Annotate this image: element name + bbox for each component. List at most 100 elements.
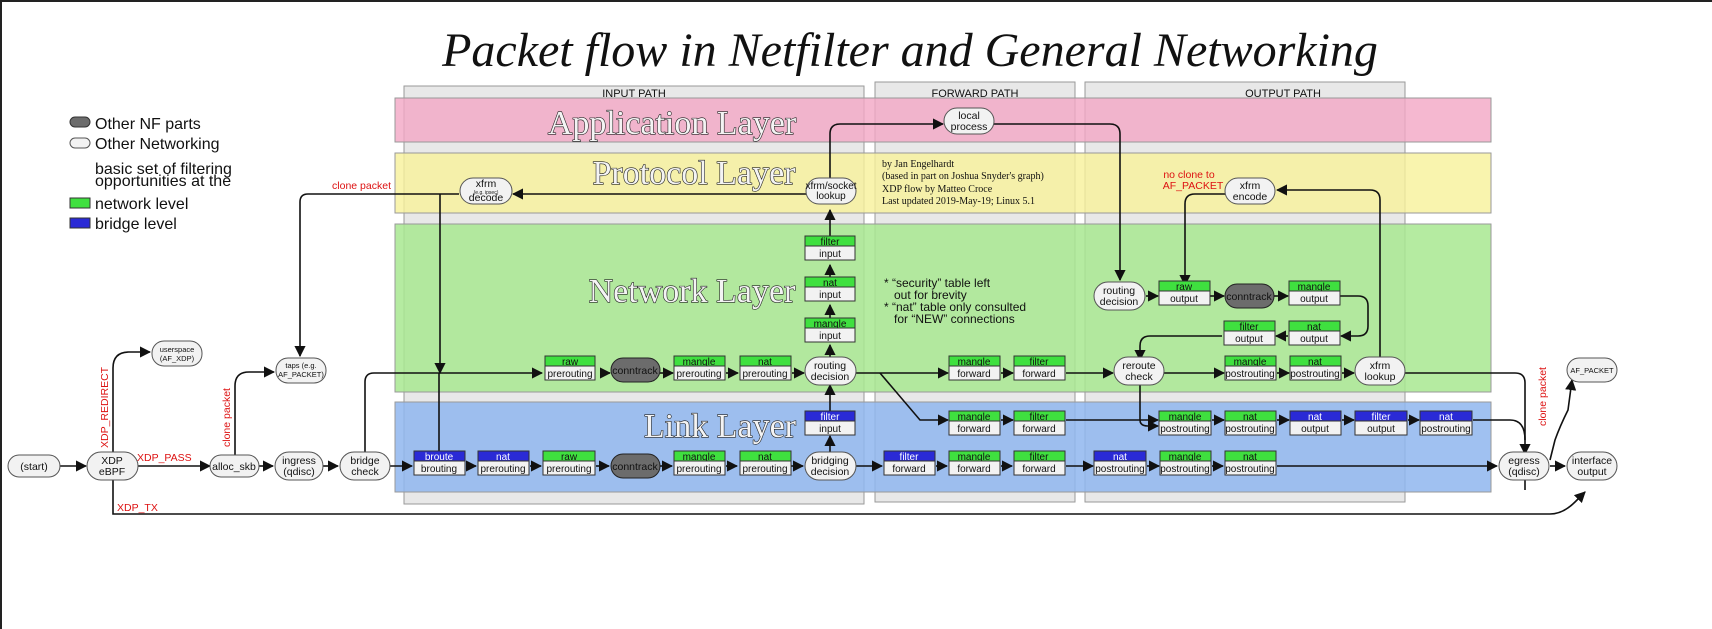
note-line3: * “nat” table only consulted [884, 300, 1026, 314]
hook-mangle-prerouting-link: mangle prerouting [673, 450, 726, 476]
no-clone-af-packet-label: AF_PACKET [1163, 180, 1224, 192]
xfrm-lookup-label-1: xfrm [1370, 360, 1391, 372]
credit-line3: XDP flow by Matteo Croce [882, 184, 993, 195]
legend-networking-label: Other Networking [95, 136, 220, 153]
clone-packet-left-label: clone packet [221, 388, 233, 447]
hook-chain: forward [957, 464, 990, 475]
ingress-label-2: (qdisc) [283, 466, 315, 478]
xdp-ebpf-node [86, 451, 139, 481]
legend-bridge-swatch [69, 217, 91, 229]
hook-nat-output: nat output [1288, 320, 1341, 346]
output-routing-label-1: routing [1103, 285, 1135, 297]
hook-tag: filter [900, 452, 920, 463]
hook-filter-input-bridge: filter input [804, 410, 856, 436]
hook-tag: nat [823, 278, 837, 289]
xfrm-lookup-node [1354, 356, 1406, 386]
xfrm-encode-node [1224, 177, 1276, 205]
xdp-label-1: XDP [101, 455, 123, 467]
hook-chain: forward [1022, 464, 1055, 475]
hook-tag: raw [562, 357, 579, 368]
hook-chain: input [819, 249, 841, 260]
xfrm-decode-label-1: xfrm [476, 178, 497, 190]
hook-filter-forward-bridge: filter forward [883, 450, 936, 476]
af-packet-node [1566, 357, 1618, 383]
hook-chain: input [819, 424, 841, 435]
hook-tag: nat [1307, 322, 1321, 333]
hook-tag: nat [1243, 452, 1257, 463]
hook-nat-prerouting-link: nat prerouting [739, 450, 792, 476]
hook-chain: postrouting [1160, 424, 1209, 435]
hook-filter-output: filter output [1223, 320, 1276, 346]
egress-node [1498, 451, 1550, 481]
hook-tag: mangle [814, 319, 847, 330]
output-routing-decision-node [1093, 281, 1146, 311]
hook-tag: nat [758, 357, 772, 368]
hook-mangle-forward-2: mangle forward [948, 410, 1001, 436]
hook-chain: prerouting [742, 369, 787, 380]
hook-chain: postrouting [1225, 369, 1274, 380]
hook-tag: mangle [1234, 357, 1267, 368]
bridge-check-label-1: bridge [350, 455, 379, 467]
hook-tag: nat [758, 452, 772, 463]
hook-tag: filter [1030, 357, 1050, 368]
hook-tag: mangle [958, 412, 991, 423]
forward-path-label: FORWARD PATH [932, 88, 1019, 100]
hook-broute-brouting: broute brouting [413, 450, 466, 476]
hook-chain: postrouting [1225, 464, 1274, 475]
local-process-node [943, 107, 995, 135]
start-label: (start) [20, 461, 47, 473]
hook-tag: nat [1308, 412, 1322, 423]
bridge-check-node [339, 451, 391, 481]
xdp-redirect-label: XDP_REDIRECT [99, 366, 111, 448]
routing-decision-node [804, 356, 857, 386]
hook-nat-postrouting-link: nat postrouting [1224, 450, 1277, 476]
hook-nat-postrouting-2: nat postrouting [1224, 410, 1277, 436]
egress-label-1: egress [1508, 455, 1540, 467]
af-packet-label: AF_PACKET [1570, 366, 1614, 375]
hook-raw-prerouting: raw prerouting [544, 355, 596, 381]
conntrack-node-input [610, 357, 661, 383]
xfrm-socket-lookup-node [805, 177, 857, 205]
flow-wires [60, 118, 1586, 515]
bridge-check-label-2: check [351, 466, 379, 478]
start-node [7, 454, 61, 478]
no-clone-to-label: no clone to [1163, 169, 1215, 181]
hook-nat-postrouting-bridge-2: nat postrouting [1093, 450, 1147, 476]
hook-tag: raw [1176, 282, 1193, 293]
hook-chain: output [1235, 334, 1263, 345]
hook-chain: output [1367, 424, 1395, 435]
hook-filter-forward-2: filter forward [1013, 410, 1066, 436]
hook-chain: prerouting [547, 369, 592, 380]
hook-filter-forward: filter forward [1013, 355, 1066, 381]
xfrm-encode-label-2: encode [1233, 191, 1268, 203]
hook-tag: nat [1439, 412, 1453, 423]
interface-output-label-2: output [1577, 466, 1606, 478]
ingress-node [274, 451, 324, 481]
legend-network-label: network level [95, 196, 188, 213]
hook-chain: postrouting [1095, 464, 1144, 475]
credit-line4: Last updated 2019-May-19; Linux 5.1 [882, 196, 1035, 207]
hook-filter-output-bridge: filter output [1354, 410, 1408, 436]
xfrm-decode-small: (e.g. ipsec) [474, 190, 499, 196]
routing-decision-label-2: decision [811, 371, 850, 383]
userspace-label-2: (AF_XDP) [160, 354, 195, 363]
local-process-label-1: local [958, 110, 980, 122]
hook-raw-output: raw output [1158, 280, 1211, 306]
hook-mangle-forward-link: mangle forward [948, 450, 1001, 476]
clone-packet-right-label: clone packet [1537, 367, 1549, 426]
hook-mangle-postrouting-2: mangle postrouting [1158, 410, 1212, 436]
routing-decision-label-1: routing [814, 360, 846, 372]
hook-nat-prerouting-bridge: nat prerouting [477, 450, 530, 476]
reroute-check-node [1113, 356, 1165, 386]
output-routing-label-2: decision [1100, 296, 1139, 308]
interface-output-label-1: interface [1572, 455, 1612, 467]
taps-node [275, 357, 327, 384]
hook-chain: output [1300, 294, 1328, 305]
hook-tag: mangle [683, 357, 716, 368]
credit-line2: (based in part on Joshua Snyder's graph) [882, 171, 1044, 182]
hook-tag: mangle [958, 452, 991, 463]
taps-label-1: taps (e.g. [285, 361, 316, 370]
taps-label-2: AF_PACKET) [278, 370, 324, 379]
diagram-title: Packet flow in Netfilter and General Net… [441, 24, 1378, 77]
conntrack-node-output [1224, 283, 1275, 309]
